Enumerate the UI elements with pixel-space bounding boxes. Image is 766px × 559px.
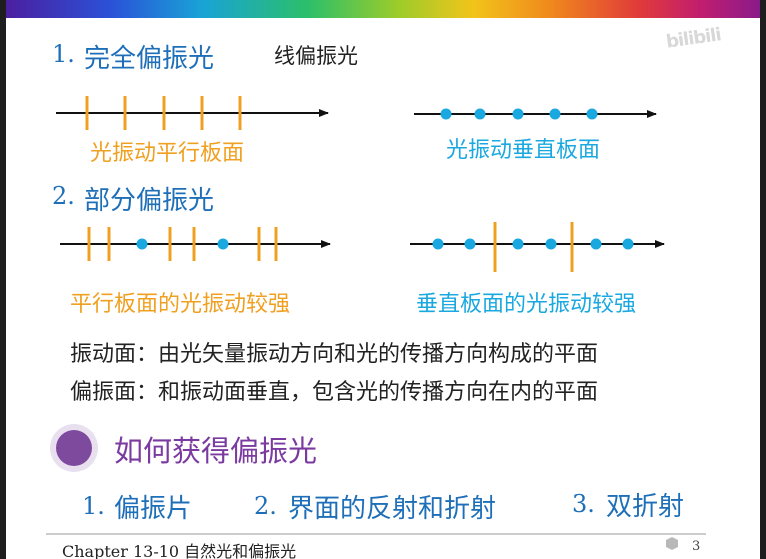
vibration-dot — [549, 108, 561, 120]
partial-polarized-parallel-diagram — [60, 227, 331, 261]
section1-subtitle: 线偏振光 — [274, 44, 358, 68]
vibration-dot — [512, 108, 524, 120]
linear-polarized-parallel-diagram — [56, 96, 329, 130]
linear-polarized-perpendicular-diagram — [414, 108, 657, 120]
slide: bilibili 1. 完全偏振光 线偏振光 — [6, 0, 760, 559]
question-heading: 如何获得偏振光 — [114, 434, 318, 468]
method-1-label: 偏振片 — [114, 494, 193, 524]
section2-title: 部分偏振光 — [84, 186, 215, 216]
vibration-dot — [136, 238, 148, 250]
vibration-dot — [590, 238, 602, 250]
hexagon-icon — [666, 537, 678, 550]
definition-vibration-plane: 振动面：由光矢量振动方向和光的传播方向构成的平面 — [70, 342, 599, 367]
section2-left-caption: 平行板面的光振动较强 — [70, 292, 291, 317]
method-2-number: 2. — [254, 492, 277, 520]
rainbow-bar — [6, 0, 760, 18]
section1-number: 1. — [52, 40, 75, 68]
section1-title: 完全偏振光 — [84, 44, 215, 74]
vibration-dot — [440, 108, 452, 120]
vibration-dot — [432, 238, 444, 250]
polarization-diagrams — [46, 96, 706, 550]
vibration-dot — [464, 238, 476, 250]
method-3-number: 3. — [572, 490, 595, 518]
section2-number: 2. — [52, 182, 75, 210]
section1-right-caption: 光振动垂直板面 — [446, 138, 601, 163]
vibration-dot — [622, 238, 634, 250]
definition-polarization-plane: 偏振面：和振动面垂直，包含光的传播方向在内的平面 — [70, 380, 599, 405]
section1-left-caption: 光振动平行板面 — [90, 141, 245, 166]
vibration-dot — [512, 238, 524, 250]
vibration-dot — [474, 108, 486, 120]
method-1-number: 1. — [82, 492, 105, 520]
vibration-dot — [586, 108, 598, 120]
footer-chapter: Chapter 13-10 自然光和偏振光 — [62, 542, 297, 559]
vibration-dot — [217, 238, 229, 250]
method-3-label: 双折射 — [606, 492, 685, 522]
method-2-label: 界面的反射和折射 — [288, 494, 497, 524]
page-number: 3 — [692, 539, 701, 554]
bullet-circle — [56, 430, 92, 466]
section2-right-caption: 垂直板面的光振动较强 — [416, 292, 637, 317]
vibration-dot — [545, 238, 557, 250]
partial-polarized-perpendicular-diagram — [410, 222, 665, 272]
